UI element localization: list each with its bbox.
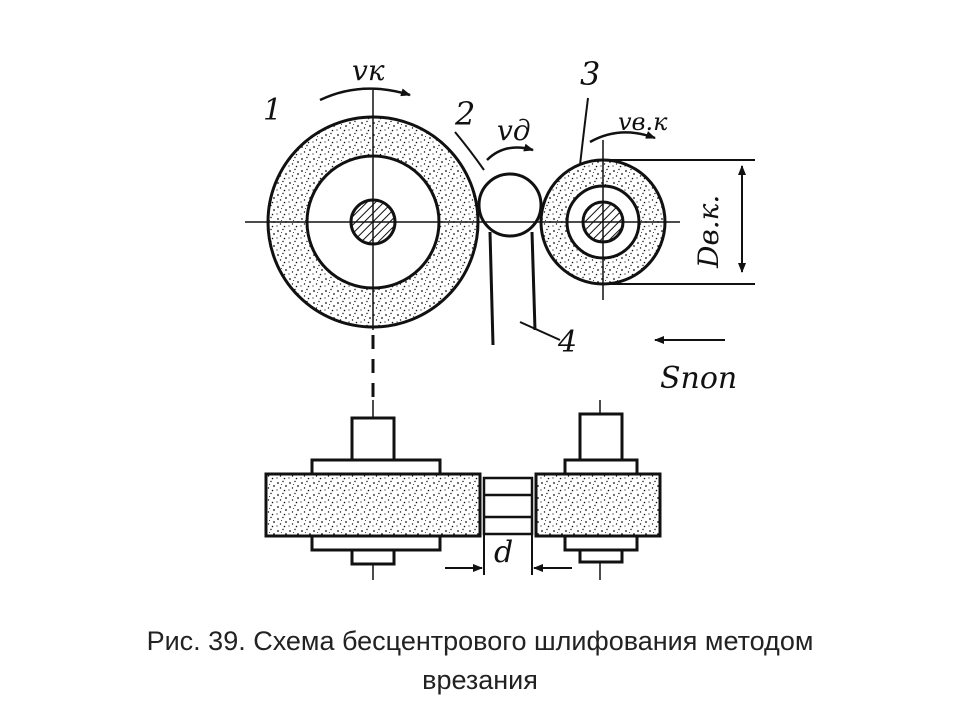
workrest-blade (488, 231, 561, 346)
number-1-label: 1 (263, 93, 282, 128)
spop-label: Sпоп (660, 361, 737, 396)
vd-arrow (486, 143, 534, 161)
figure-caption: Рис. 39. Схема бесцентрового шлифования … (40, 622, 920, 700)
dimension-dvk (605, 159, 755, 285)
dimension-d (445, 534, 572, 575)
workpiece (477, 172, 543, 238)
dvk-label: Dв.к. (692, 195, 725, 269)
vvk-arrow (589, 131, 656, 144)
number-3-label: 3 (580, 55, 600, 93)
workpiece-side (482, 476, 534, 536)
vk-arrow (319, 87, 411, 102)
caption-line-2: врезания (422, 665, 538, 695)
grinding-wheel-side (264, 416, 482, 566)
number-4-label: 4 (557, 325, 577, 360)
grinding-diagram: vк 1 2 vд 3 vв.к Dв.к. 4 Sпоп d (245, 54, 755, 580)
number-2-label: 2 (454, 95, 475, 133)
vk-label: vк (352, 54, 385, 87)
vd-label: vд (497, 114, 531, 147)
vvk-label: vв.к (618, 108, 668, 136)
d-label: d (494, 535, 513, 570)
caption-line-1: Рис. 39. Схема бесцентрового шлифования … (146, 626, 814, 656)
regulating-wheel-side (534, 412, 662, 564)
leader-lines (454, 97, 589, 171)
